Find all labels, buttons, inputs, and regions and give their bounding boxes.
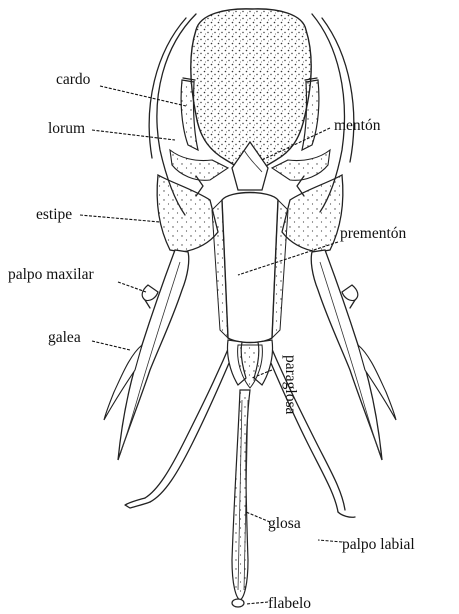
galea-left: [104, 250, 189, 460]
label-galea: galea: [48, 329, 81, 346]
palpo-labial-right: [262, 340, 355, 517]
label-prementon: prementón: [340, 225, 407, 242]
label-palpo-maxilar: palpo maxilar: [8, 266, 94, 283]
label-flabelo: flabelo: [268, 595, 311, 612]
label-palpo-labial: palpo labial: [342, 536, 415, 553]
paraglosa: [227, 340, 272, 388]
prementon: [212, 193, 288, 343]
estipe-left: [157, 175, 218, 252]
glosa: [232, 390, 250, 600]
label-cardo: cardo: [56, 71, 91, 88]
flabelo: [232, 599, 244, 607]
label-estipe: estipe: [36, 206, 72, 223]
label-menton: mentón: [334, 117, 381, 134]
estipe-right: [282, 175, 343, 252]
label-lorum: lorum: [48, 120, 85, 137]
galea-right: [311, 250, 396, 460]
label-paraglosa: paraglosa: [282, 355, 299, 415]
label-glosa: glosa: [268, 515, 301, 532]
